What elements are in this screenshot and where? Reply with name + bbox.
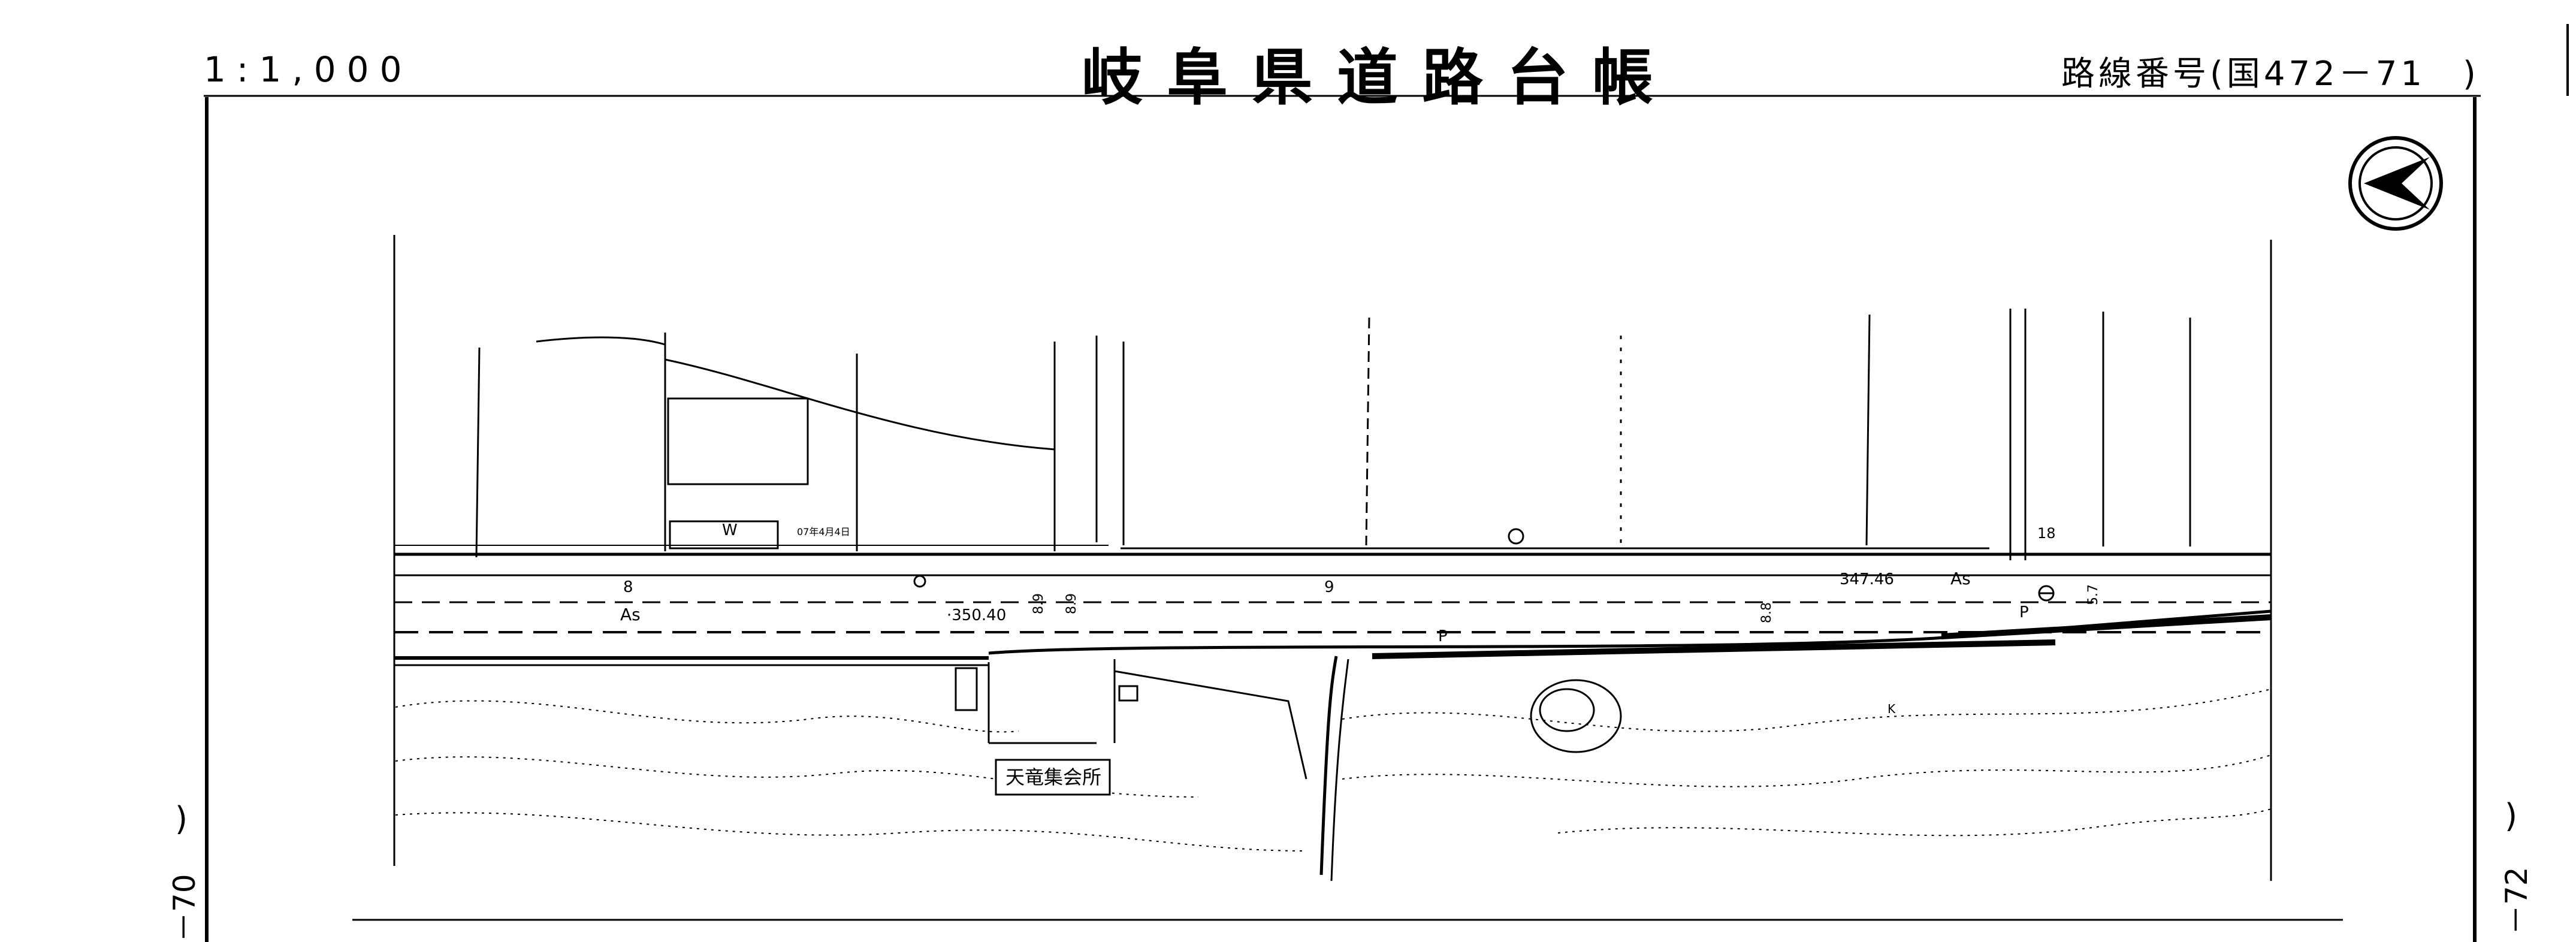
wall-hatch [1372, 614, 2272, 659]
number-18-label: 18 [2037, 525, 2056, 542]
pavement-right-label: As [1950, 569, 1971, 588]
route-number: 路線番号(国472－71 ) [2061, 55, 2480, 93]
width-5-7-label: 5.7 [2086, 584, 2101, 605]
road-lines [394, 545, 2272, 666]
pavement-left-label: As [620, 605, 641, 624]
next-sheet-paren: ) [2505, 797, 2518, 835]
width-8-9-label-a: 8.9 [1031, 593, 1046, 614]
p-mark-left: P [1438, 627, 1448, 645]
distance-9-label: 9 [1324, 578, 1334, 596]
tree-clump-icon [1530, 679, 1622, 753]
parcel-lines [475, 309, 2191, 881]
width-8-8-label: 8.8 [1759, 602, 1774, 623]
elevation-left-label: ·350.40 [947, 606, 1006, 624]
elevation-right-label: 347.46 [1840, 570, 1894, 588]
p-mark-right: P [2019, 603, 2029, 621]
north-arrow-icon [2348, 136, 2443, 231]
page-title: 岐阜県道路台帳 [1082, 43, 1677, 114]
facility-label: 天竜集会所 [1005, 766, 1101, 789]
map-scale: 1:1,000 [204, 49, 413, 90]
prev-sheet-paren: ) [175, 800, 188, 838]
building-w-label: W [722, 521, 738, 539]
map-symbols [913, 528, 2055, 602]
facility-box [995, 759, 1111, 796]
k-mark: K [1888, 702, 1896, 716]
width-8-9-label-b: 8.9 [1064, 593, 1079, 614]
small-code-label: 07年4月4日 [797, 526, 850, 538]
distance-8-label: 8 [623, 578, 633, 596]
